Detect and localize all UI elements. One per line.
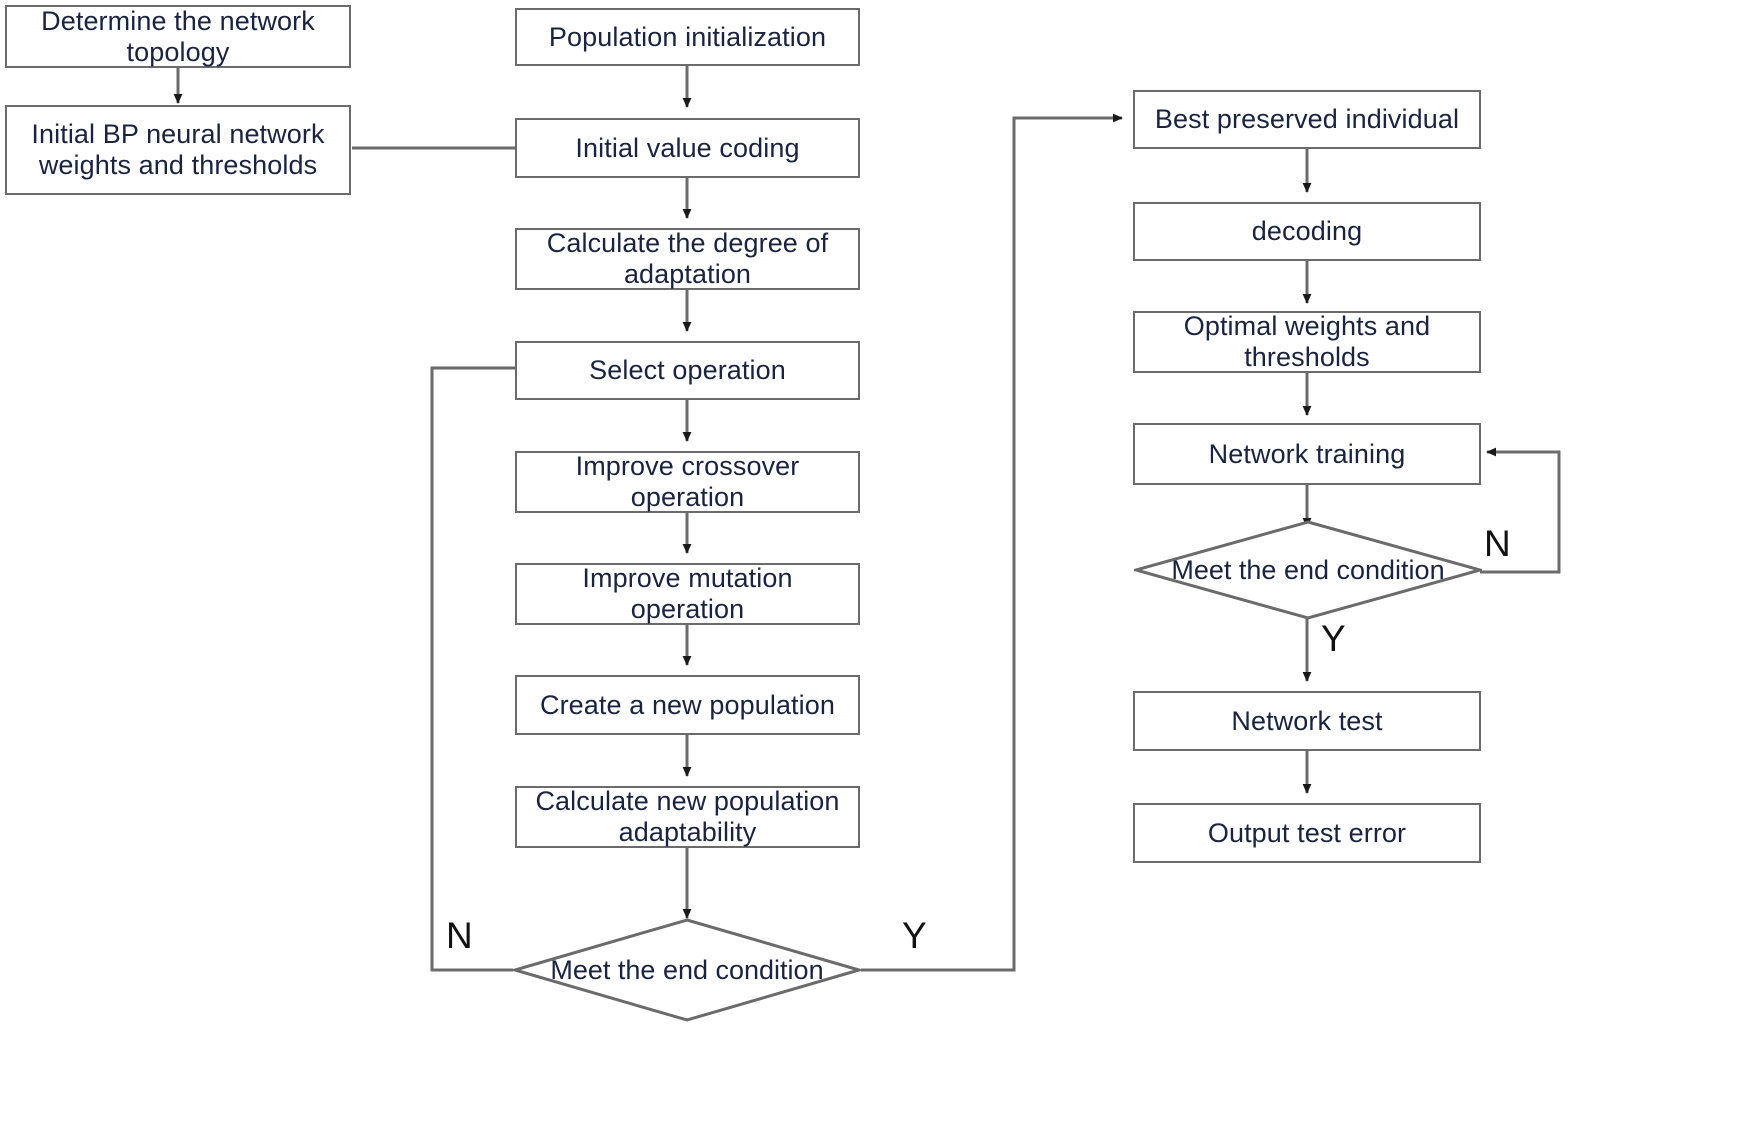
node-label: Network training [1208, 438, 1406, 469]
decision-meet-end-condition-bp[interactable]: Meet the end condition [1130, 520, 1486, 620]
diamond-shape [1130, 520, 1486, 620]
node-label: Network test [1231, 705, 1383, 736]
edge-label-bp-yes: Y [1321, 618, 1346, 659]
node-determine-network-topology[interactable]: Determine the network topology [5, 5, 351, 68]
edge-label-bp-no: N [1484, 523, 1511, 564]
node-label: Determine the network topology [41, 5, 315, 67]
node-network-training[interactable]: Network training [1133, 423, 1481, 485]
node-label: Best preserved individual [1154, 104, 1460, 135]
node-label: Optimal weights and thresholds [1183, 311, 1431, 372]
diamond-shape [509, 918, 865, 1022]
node-label: decoding [1251, 216, 1363, 247]
node-label: Calculate the degree of adaptation [546, 228, 829, 289]
node-initial-value-coding[interactable]: Initial value coding [515, 118, 860, 178]
node-decoding[interactable]: decoding [1133, 202, 1481, 261]
node-label: Improve mutation operation [582, 563, 793, 624]
decision-meet-end-condition-ga[interactable]: Meet the end condition [509, 918, 865, 1022]
node-best-preserved-individual[interactable]: Best preserved individual [1133, 90, 1481, 149]
node-improve-crossover-operation[interactable]: Improve crossover operation [515, 451, 860, 513]
edge-label-ga-yes: Y [902, 915, 927, 956]
node-calculate-degree-adaptation[interactable]: Calculate the degree of adaptation [515, 228, 860, 290]
node-label: Improve crossover operation [575, 451, 800, 512]
node-create-new-population[interactable]: Create a new population [515, 675, 860, 735]
node-label: Initial BP neural network weights and th… [31, 119, 325, 180]
node-optimal-weights-thresholds[interactable]: Optimal weights and thresholds [1133, 311, 1481, 373]
node-label: Population initialization [548, 21, 827, 52]
node-population-initialization[interactable]: Population initialization [515, 8, 860, 66]
node-label: Create a new population [539, 689, 835, 720]
edge-label-ga-no: N [446, 915, 473, 956]
node-network-test[interactable]: Network test [1133, 691, 1481, 751]
node-initial-bp-weights[interactable]: Initial BP neural network weights and th… [5, 105, 351, 195]
node-label: Select operation [589, 355, 786, 386]
node-calculate-new-population-adaptability[interactable]: Calculate new population adaptability [515, 786, 860, 848]
node-label: Output test error [1207, 817, 1407, 848]
node-improve-mutation-operation[interactable]: Improve mutation operation [515, 563, 860, 625]
node-label: Calculate new population adaptability [535, 786, 840, 847]
node-label: Initial value coding [575, 132, 800, 163]
edge-decision-yes-to-best-individual [861, 113, 1123, 972]
node-output-test-error[interactable]: Output test error [1133, 803, 1481, 863]
node-select-operation[interactable]: Select operation [515, 341, 860, 400]
